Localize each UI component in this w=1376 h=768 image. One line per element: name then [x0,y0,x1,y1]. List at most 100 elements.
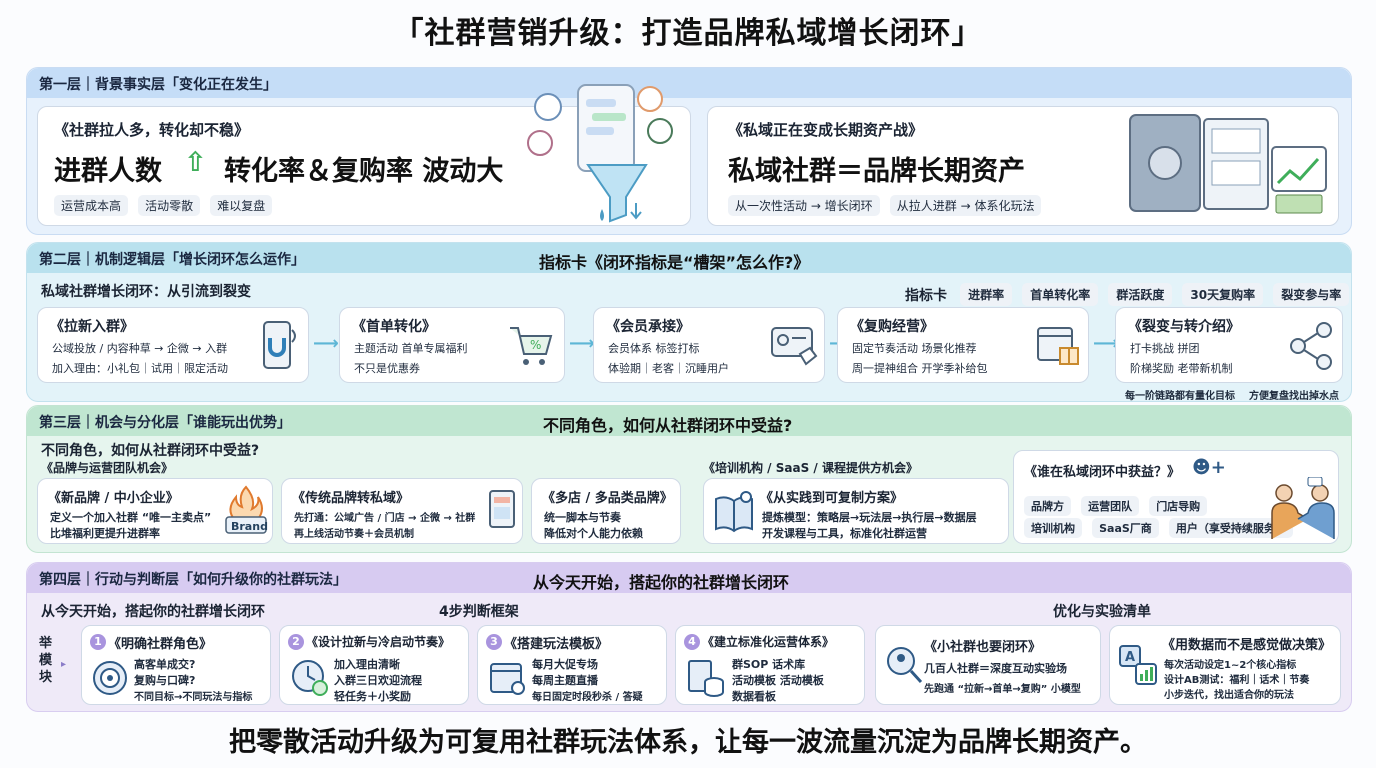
layer-1-name: 第一层｜背景事实层「变化正在发生」 [39,77,277,93]
ab-test-chart-icon: A [1119,645,1157,685]
svg-text:A: A [1125,650,1135,665]
clock-check-icon [292,660,328,696]
card-title: 《从实践到可复制方案》 [760,491,904,506]
book-gear-icon [715,491,753,533]
layer-4-left-title: 从今天开始，搭起你的社群增长闭环 [41,604,265,620]
beneficiary-chips-b: 培训机构 SaaS厂商 用户（享受持续服务） [1024,517,1298,538]
flow-card-membership: 《会员承接》 会员体系 标签打标 体验期｜老客｜沉睡用户 [593,307,825,383]
up-arrow-icon: ⇧ [184,147,207,178]
flow-arrow-icon: ⟶ [313,333,339,354]
card-title: 《搭建玩法模板》 [504,637,609,652]
layer-3-header: 第三层｜机会与分化层「谁能玩出优势」 不同角色，如何从社群闭环中受益? [27,406,1351,436]
layer-4-name: 第四层｜行动与判断层「如何升级你的社群玩法」 [39,572,347,588]
step-number: 1 [90,634,106,650]
metric-note-b: 方便复盘找出掉水点 [1249,391,1339,402]
card-line: 加入理由清晰 [334,658,400,671]
card-line: 每月大促专场 [532,658,598,671]
handshake-people-icon [1271,477,1335,539]
flow-arrow-icon: ⟶ [569,333,595,354]
card-line: 打卡挑战 拼团 [1130,342,1200,355]
opportunity-card-multi-store: 《多店 / 多品类品牌》 统一脚本与节奏 降低对个人能力依赖 [531,478,681,544]
svg-text:%: % [530,338,541,352]
card-line: 高客单成交? [134,658,196,671]
card-line: 每日固定时段秒杀 / 答疑 [532,692,643,703]
caret-right-icon: ▸ [61,659,67,670]
card-line: 每次活动设定1~2个核心指标 [1164,660,1297,671]
card-line: 统一脚本与节奏 [544,511,621,524]
card-title: 《用数据而不是感觉做决策》 [1162,638,1332,653]
side-module-label: 举模块 [39,636,53,685]
card-line: 每周主题直播 [532,674,598,687]
card-line: 不只是优惠券 [354,362,420,375]
flame-brand-icon [225,485,267,534]
card-line: 定义一个加入社群 “唯一主卖点” [50,511,212,524]
card-line: 提炼模型：策略层→玩法层→执行层→数据层 [762,511,977,524]
card-line: 不同目标→不同玩法与指标 [134,692,253,703]
metric-card-row: 指标卡 进群率 首单转化率 群活跃度 30天复购率 裂变参与率 [905,283,1354,306]
card-title: 《小社群也要闭环》 [924,640,1042,655]
layer-2: 第二层｜机制逻辑层「增长闭环怎么运作」 指标卡《闭环指标是“槽架”怎么作?》 私… [26,242,1352,402]
flow-card-referral: 《裂变与转介绍》 打卡挑战 拼团 阶梯奖励 老带新机制 [1115,307,1343,383]
metric-chip: 群活跃度 [1108,283,1173,306]
card-line: 公域投放 / 内容种草 → 企微 → 入群 [52,342,228,355]
card-line: 比堆福利更提升进群率 [50,527,160,540]
checklist-title: 优化与实验清单 [1053,604,1151,620]
card-title: 《建立标准化运营体系》 [702,635,835,649]
beneficiary-card: 《谁在私域闭环中获益？》 ☻+ 品牌方 运营团队 门店导购 培训机构 SaaS厂… [1013,450,1339,544]
chip: 用户（享受持续服务） [1168,518,1293,538]
brand-badge: Brand [231,520,268,533]
safe-asset-icon [1129,114,1327,214]
layer-1: 第一层｜背景事实层「变化正在发生」 《社群拉人多，转化却不稳》 进群人数 ⇧ 转… [26,67,1352,235]
card-line: 开发课程与工具，标准化社群运营 [762,527,927,540]
card-line: 固定节奏活动 场景化推荐 [852,342,977,355]
framework-title: 4步判断框架 [439,604,519,620]
card-line: 再上线活动节奏＋会员机制 [294,529,414,540]
card-line: 复购与口碑? [134,674,196,687]
chip: SaaS厂商 [1092,518,1159,538]
card-line: 几百人社群＝深度互动实验场 [924,662,1067,675]
card-title: 《裂变与转介绍》 [1128,319,1240,335]
layer-4: 第四层｜行动与判断层「如何升级你的社群玩法」 从今天开始，搭起你的社群增长闭环 … [26,562,1352,712]
flow-arrow-icon: ⟶ [1093,333,1119,354]
step-number: 2 [288,634,304,650]
card-title: 《传统品牌转私域》 [292,491,410,506]
optimization-card-data: A 《用数据而不是感觉做决策》 每次活动设定1~2个核心指标 设计AB测试：福利… [1109,625,1341,705]
layer-1-header: 第一层｜背景事实层「变化正在发生」 [27,68,1351,98]
chip: 活动零散 [138,195,201,216]
card-title: 《明确社群角色》 [108,637,213,652]
page-title: 「社群营销升级：打造品牌私域增长闭环」 [393,16,983,51]
chip: 运营团队 [1081,496,1140,516]
step-card-4: 4 《建立标准化运营体系》 群SOP 话术库 活动模板 活动模板 数据看板 [675,625,865,705]
layer-3: 第三层｜机会与分化层「谁能玩出优势」 不同角色，如何从社群闭环中受益? 不同角色… [26,405,1352,553]
flow-card-repurchase: 《复购经营》 固定节奏活动 场景化推荐 周一提神组合 开学季补给包 [837,307,1089,383]
card-line: 活动模板 活动模板 [732,674,824,687]
card-title: 《谁在私域闭环中获益？》 [1024,465,1181,480]
document-database-icon [688,660,724,697]
chip: 运营成本高 [54,195,129,216]
headline-a: 进群人数 [54,156,162,187]
layer-1-left-chips: 运营成本高 活动零散 难以复盘 [54,195,277,216]
card-line: 周一提神组合 开学季补给包 [852,362,988,375]
metric-chip: 裂变参与率 [1273,283,1350,306]
card-line: 数据看板 [732,690,776,703]
card-title: 《设计拉新与冷启动节奏》 [306,635,451,649]
card-line: 先跑通 “拉新→首单→复购” 小模型 [924,684,1081,695]
step-number: 3 [486,634,502,650]
layer-3-name: 第三层｜机会与分化层「谁能玩出优势」 [39,415,291,431]
layer-1-right-chips: 从一次性活动 → 增长闭环 从拉人进群 → 体系化玩法 [728,195,1046,216]
card-line: 先打通：公域广告 / 门店 → 企微 → 社群 [294,513,476,524]
card-line: 体验期｜老客｜沉睡用户 [608,362,729,375]
group-training-title: 《培训机构 / SaaS / 课程提供方机会》 [703,461,918,475]
card-line: 加入理由：小礼包｜试用｜限定活动 [52,362,228,375]
flow-title: 私域社群增长闭环：从引流到裂变 [41,284,251,300]
funnel-phone-icon [527,84,673,223]
footer-summary: 把零散活动升级为可复用社群玩法体系，让每一波流量沉淀为品牌长期资产。 [229,727,1147,758]
layer-3-left-title: 不同角色，如何从社群闭环中受益? [41,443,260,459]
storefront-phone-icon [489,490,515,528]
flow-card-acquire: 《拉新入群》 公域投放 / 内容种草 → 企微 → 入群 加入理由：小礼包｜试用… [37,307,309,383]
opportunity-card-traditional: 《传统品牌转私域》 先打通：公域广告 / 门店 → 企微 → 社群 再上线活动节… [281,478,523,544]
phone-magnet-icon [263,321,296,369]
optimization-card-small-group: 《小社群也要闭环》 几百人社群＝深度互动实验场 先跑通 “拉新→首单→复购” 小… [875,625,1101,705]
card-title: 《会员承接》 [606,319,690,335]
card-line: 主题活动 首单专属福利 [354,342,468,355]
